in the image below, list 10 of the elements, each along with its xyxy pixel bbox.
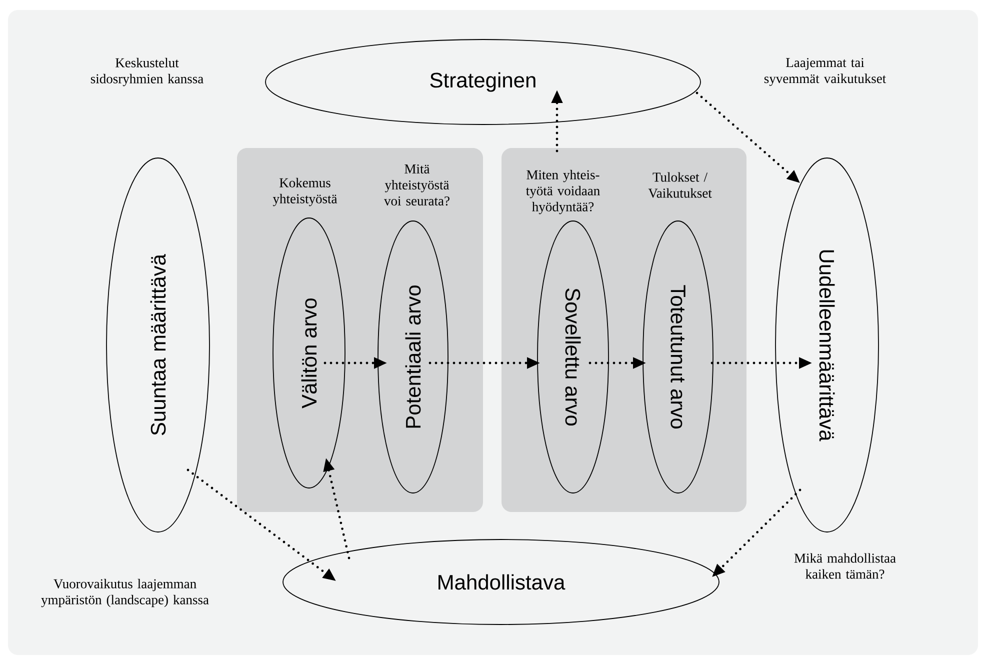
node-label: Mitä yhteistyöstä voi seurata? [384, 164, 450, 206]
node-label: Tulokset / Vaikutukset [648, 172, 712, 198]
panel [237, 148, 483, 512]
panel [502, 148, 746, 512]
note: Mikä mahdollistaa kaiken tämän? [794, 553, 896, 579]
note: Vuorovaikutus laajemman ympäristön (landscape) kanssa [41, 578, 209, 608]
node-label: Kokemus yhteistyöstä [272, 178, 338, 206]
note: Laajemmat tai syvemmät vaikutukset [764, 58, 886, 86]
node-label: Miten yhteis- työtä voidaan hyödyntää? [526, 170, 600, 214]
note: Keskustelut sidosryhmien kanssa [90, 58, 204, 86]
